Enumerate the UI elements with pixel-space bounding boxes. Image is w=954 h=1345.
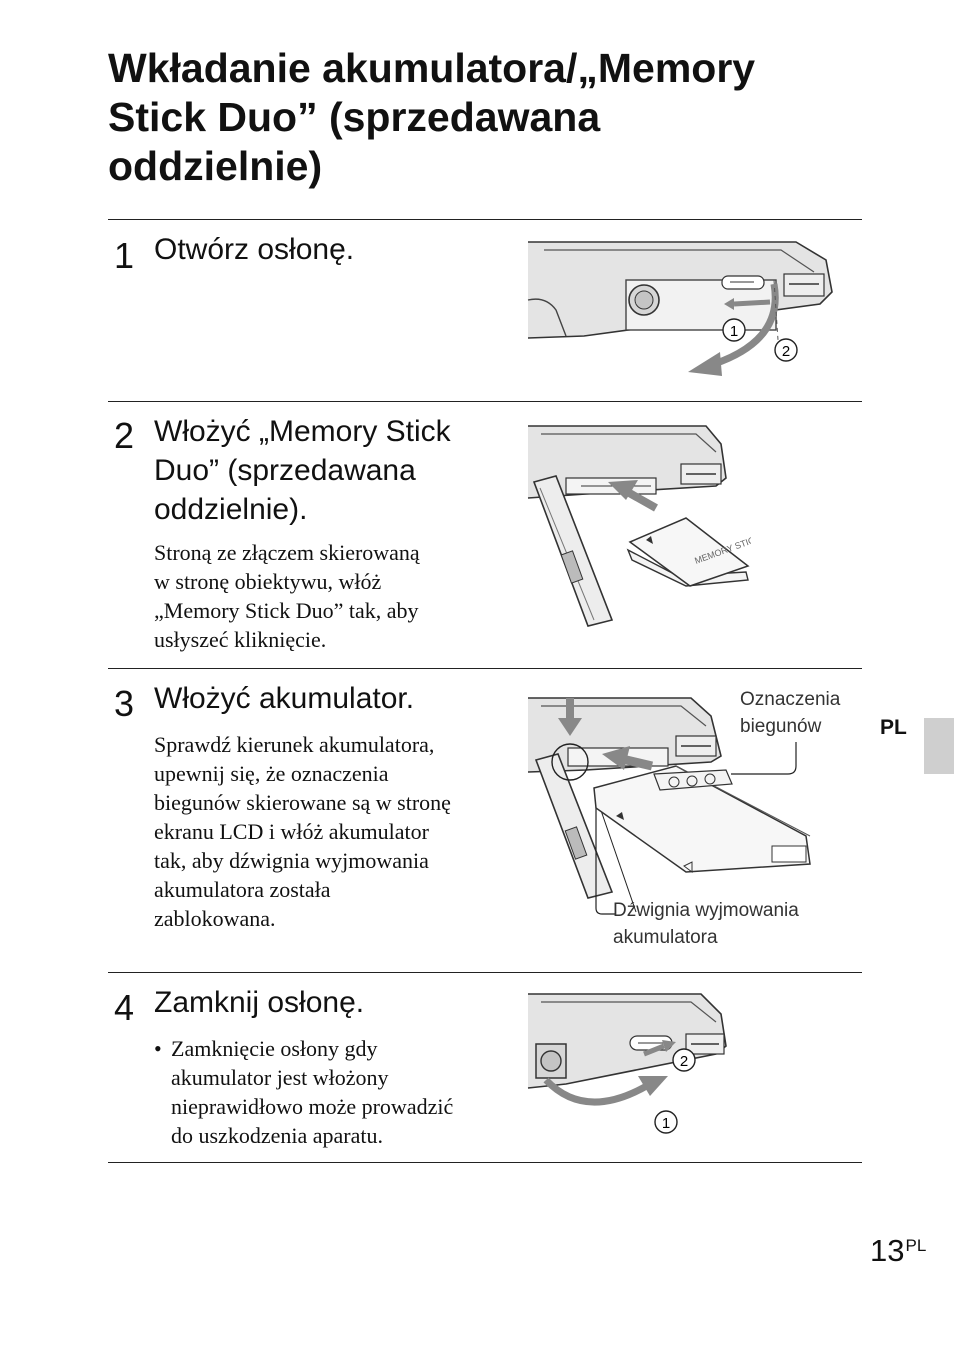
battery-lever-label-line: Dźwignia wyjmowania (613, 900, 799, 921)
language-label: PL (880, 716, 907, 739)
step-3-body-line: biegunów skierowane są w stronę (154, 790, 451, 815)
divider (108, 668, 862, 669)
polarity-marks-label-line: biegunów (740, 716, 822, 737)
page-title: Wkładanie akumulatora/„Memory Stick Duo”… (108, 44, 868, 191)
step-2-body-line: „Memory Stick Duo” tak, aby (154, 598, 419, 623)
step-4-heading-line: Zamknij osłonę. (154, 986, 365, 1019)
step-3-body: Sprawdź kierunek akumulatora, upewnij si… (154, 730, 514, 933)
step-4-bullet-list: Zamknięcie osłony gdy akumulator jest wł… (154, 1034, 514, 1150)
step-4-bullet-line: Zamknięcie osłony gdy (171, 1036, 378, 1061)
step-2-body-line: w stronę obiektywu, włóż (154, 569, 382, 594)
language-tab-marker (924, 718, 954, 774)
step-4-bullet-line: do uszkodzenia aparatu. (171, 1123, 383, 1148)
step-2-number: 2 (114, 415, 135, 456)
page-number-value: 13 (870, 1233, 905, 1268)
divider (108, 1162, 862, 1163)
divider (108, 219, 862, 220)
step-1-callout-2: 2 (782, 343, 790, 360)
step-4-bullet-line: nieprawidłowo może prowadzić (171, 1094, 454, 1119)
step-4-callout-1: 1 (662, 1115, 670, 1132)
polarity-marks-label-line: Oznaczenia (740, 689, 841, 710)
step-2-heading-line: Włożyć „Memory Stick (154, 415, 451, 448)
title-line-1: Wkładanie akumulatora/„Memory (108, 45, 756, 91)
step-4-illustration: 2 1 (527, 993, 727, 1134)
polarity-marks-label: Oznaczenia biegunów (740, 686, 840, 740)
step-4-number: 4 (114, 987, 135, 1028)
battery-lever-label-line: akumulatora (613, 927, 718, 948)
step-2-body: Stroną ze złączem skierowaną w stronę ob… (154, 538, 514, 654)
divider (108, 972, 862, 973)
step-1-number: 1 (114, 235, 135, 276)
battery-lever-label: Dźwignia wyjmowania akumulatora (613, 897, 799, 951)
step-4-bullet-line: akumulator jest włożony (171, 1065, 389, 1090)
step-2-heading-line: oddzielnie). (154, 493, 308, 526)
step-3-illustration (527, 697, 811, 915)
step-3-body-line: upewnij się, że oznaczenia (154, 761, 389, 786)
step-3-body-line: Sprawdź kierunek akumulatora, (154, 732, 435, 757)
step-2-body-line: usłyszeć kliknięcie. (154, 627, 327, 652)
step-3-body-line: zablokowana. (154, 906, 276, 931)
step-3-number: 3 (114, 683, 135, 724)
step-2-illustration: MEMORY STICK Duo (527, 425, 751, 627)
step-2-heading-line: Duo” (sprzedawana (154, 454, 416, 487)
divider (108, 401, 862, 402)
page-number-suffix: PL (905, 1236, 927, 1255)
page-number: 13PL (870, 1233, 926, 1269)
step-3-body-line: tak, aby dźwignia wyjmowania (154, 848, 429, 873)
step-3-body-line: ekranu LCD i włóż akumulator (154, 819, 429, 844)
step-3-body-line: akumulatora została (154, 877, 331, 902)
step-1-heading-line: Otwórz osłonę. (154, 233, 355, 266)
step-3-heading: Włożyć akumulator. (154, 679, 414, 718)
title-line-3: oddzielnie) (108, 143, 323, 189)
step-1-callout-1: 1 (730, 323, 738, 340)
step-4-callout-2: 2 (680, 1053, 688, 1070)
step-4-bullet: Zamknięcie osłony gdy akumulator jest wł… (154, 1034, 514, 1150)
step-2-body-line: Stroną ze złączem skierowaną (154, 540, 420, 565)
title-line-2: Stick Duo” (sprzedawana (108, 94, 601, 140)
step-4-heading: Zamknij osłonę. (154, 983, 364, 1022)
step-1-illustration: 1 2 (527, 241, 833, 376)
step-3-heading-line: Włożyć akumulator. (154, 682, 415, 715)
step-2-heading: Włożyć „Memory Stick Duo” (sprzedawana o… (154, 412, 451, 529)
step-1-heading: Otwórz osłonę. (154, 230, 354, 269)
